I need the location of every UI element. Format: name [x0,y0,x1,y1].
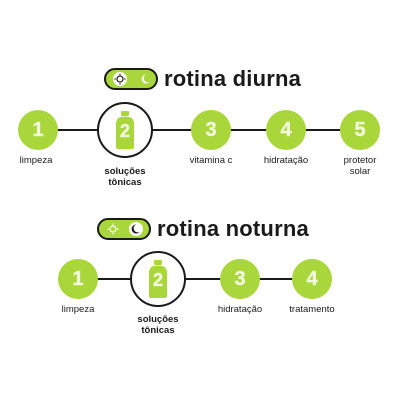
day-label-2: soluções tônicas [104,166,146,188]
night-routine: rotina noturna 1 2 3 4 limpeza soluções … [0,200,400,400]
bottle-icon [149,260,167,298]
bottle-icon [116,111,134,149]
step-number: 4 [280,118,292,141]
step-number: 5 [354,118,366,141]
night-step-4: 4 [292,259,332,299]
night-label-4: tratamento [289,304,335,315]
night-day-toggle [97,218,151,240]
step-number: 1 [32,118,44,141]
night-label-2: soluções tônicas [137,314,179,336]
day-title-row: rotina diurna [104,66,301,92]
night-title-row: rotina noturna [97,216,309,242]
step-number: 2 [119,121,131,142]
night-label-1: limpeza [61,304,95,315]
day-label-1: limpeza [19,155,53,166]
day-label-4: hidratação [263,155,309,166]
step-number: 1 [72,267,84,290]
day-step-5: 5 [340,110,380,150]
day-step-3: 3 [191,110,231,150]
day-label-3: vitamina c [189,155,233,166]
night-label-3: hidratação [217,304,263,315]
sun-icon [114,73,126,85]
day-step-1: 1 [18,110,58,150]
moon-icon [141,74,150,84]
day-step-2: 2 [97,102,153,158]
night-step-3: 3 [220,259,260,299]
night-step-2: 2 [130,251,186,307]
night-step-1: 1 [58,259,98,299]
step-number: 4 [306,267,318,290]
day-routine: rotina diurna 1 2 3 4 5 limpeza soluções… [18,66,380,188]
step-number: 3 [234,267,246,290]
day-label-5: protetor solar [343,155,377,177]
day-step-4: 4 [266,110,306,150]
night-title: rotina noturna [157,216,309,241]
step-number: 3 [205,118,217,141]
night-connector-line [78,278,312,280]
moon-icon [131,224,140,234]
step-number: 2 [152,270,164,291]
sun-icon [107,223,119,235]
day-title: rotina diurna [164,66,302,91]
day-night-toggle [104,68,158,90]
